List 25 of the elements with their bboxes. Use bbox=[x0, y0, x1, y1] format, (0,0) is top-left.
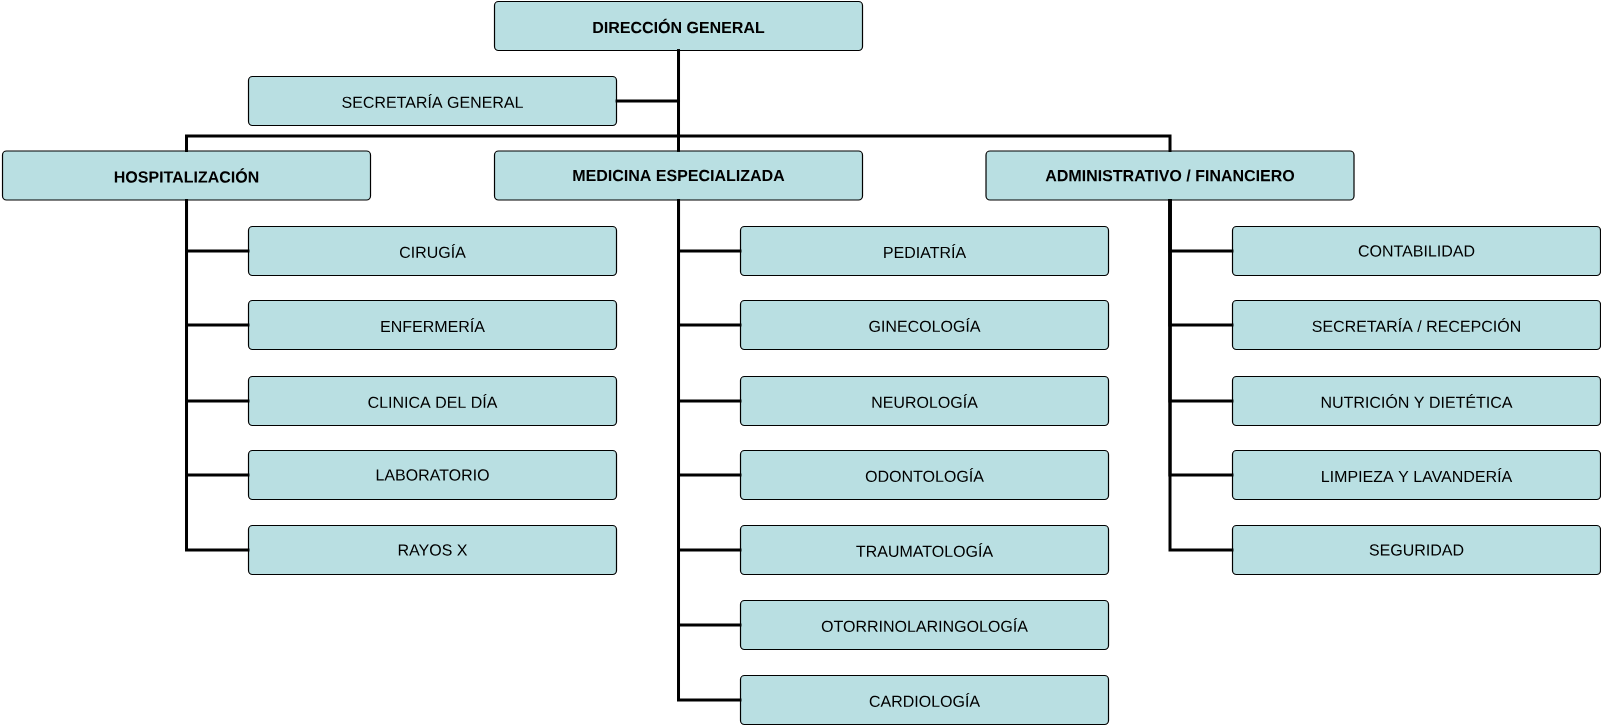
department-box: PEDIATRÍA bbox=[739, 225, 1110, 277]
department-box: TRAUMATOLOGÍA bbox=[739, 524, 1110, 576]
heading-box: MEDICINA ESPECIALIZADA bbox=[493, 150, 864, 201]
department-box: RAYOS X bbox=[247, 524, 618, 576]
heading-box: DIRECCIÓN GENERAL bbox=[493, 0, 864, 52]
department-box: CIRUGÍA bbox=[247, 225, 618, 277]
department-box: CONTABILIDAD bbox=[1231, 225, 1601, 277]
heading-box: HOSPITALIZACIÓN bbox=[1, 150, 372, 201]
department-box: ODONTOLOGÍA bbox=[739, 449, 1110, 501]
department-box: NEUROLOGÍA bbox=[739, 375, 1110, 427]
connector-line bbox=[1168, 199, 1234, 552]
connector-line bbox=[677, 49, 1172, 152]
department-box: SECRETARÍA / RECEPCIÓN bbox=[1231, 299, 1601, 351]
heading-box: ADMINISTRATIVO / FINANCIERO bbox=[985, 150, 1355, 201]
department-box: LABORATORIO bbox=[247, 449, 618, 501]
department-box: SECRETARÍA GENERAL bbox=[247, 75, 618, 127]
department-box: SEGURIDAD bbox=[1231, 524, 1601, 576]
department-box: ENFERMERÍA bbox=[247, 299, 618, 351]
department-box: NUTRICIÓN Y DIETÉTICA bbox=[1231, 375, 1601, 427]
department-box: GINECOLOGÍA bbox=[739, 299, 1110, 351]
department-box: OTORRINOLARINGOLOGÍA bbox=[739, 599, 1110, 651]
department-box: CLINICA DEL DÍA bbox=[247, 375, 618, 427]
department-box: LIMPIEZA Y LAVANDERÍA bbox=[1231, 449, 1601, 501]
connector-line bbox=[185, 199, 250, 552]
department-box: CARDIOLOGÍA bbox=[739, 674, 1110, 726]
